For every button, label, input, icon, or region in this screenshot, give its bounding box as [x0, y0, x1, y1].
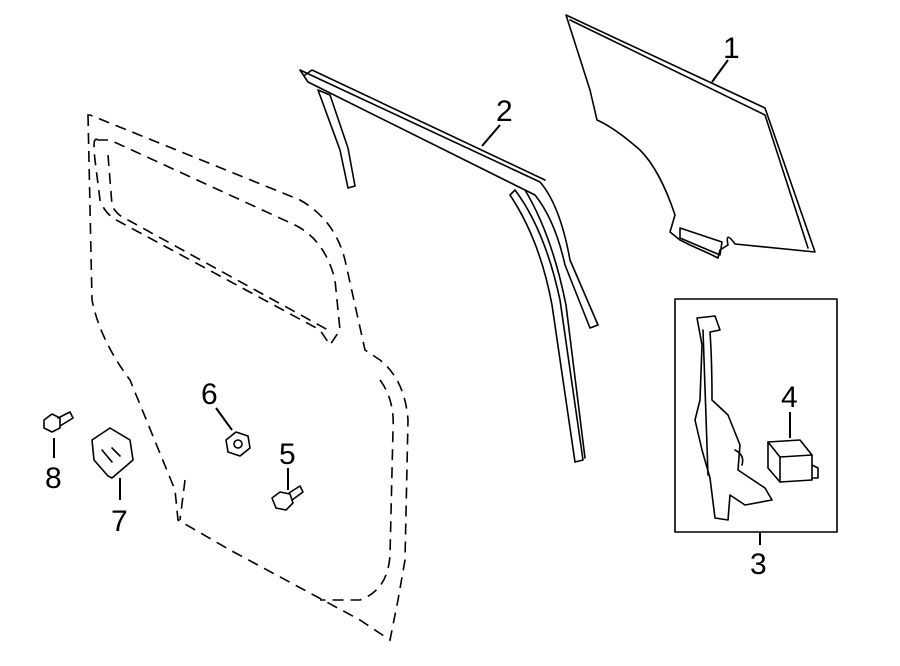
screw — [43, 411, 74, 433]
callout-3: 3 — [750, 548, 767, 581]
callout-2: 2 — [496, 95, 513, 128]
door-glass — [565, 14, 816, 259]
switch-bracket — [91, 427, 134, 479]
callout-5: 5 — [279, 438, 296, 471]
callout-8: 8 — [45, 462, 62, 495]
door-shell-outline — [87, 114, 409, 642]
callout-6: 6 — [201, 378, 218, 411]
window-regulator-assembly — [674, 298, 838, 533]
callout-4: 4 — [781, 381, 798, 414]
callout-1: 1 — [723, 32, 740, 65]
glass-run-channel — [299, 69, 599, 463]
bolt — [271, 485, 304, 511]
regulator-motor — [767, 439, 819, 483]
leader-arrows — [53, 59, 791, 545]
callout-7: 7 — [111, 505, 128, 538]
nut — [225, 431, 251, 457]
